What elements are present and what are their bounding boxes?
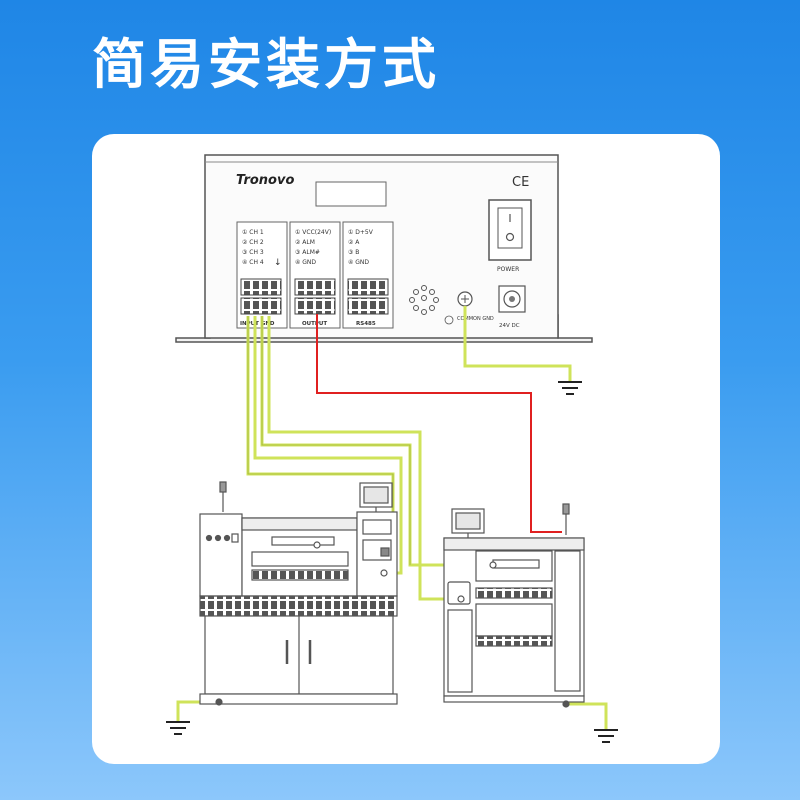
output-pin-2: ② ALM	[295, 239, 315, 246]
common-gnd-label: COMMON GND	[457, 316, 494, 322]
input-pin-3: ③ CH 3	[242, 249, 264, 256]
output-connector-top	[294, 278, 336, 296]
rs485-label: RS485	[356, 321, 376, 327]
input-label: INPUT GND	[240, 321, 275, 327]
brand-logo: Tronovo	[236, 173, 294, 188]
input-connector-bottom	[240, 297, 282, 315]
machine-left	[199, 481, 398, 706]
input-pin-1: ① CH 1	[242, 229, 264, 236]
page-title: 简易安装方式	[92, 33, 440, 96]
buzzer-grille	[409, 285, 439, 315]
output-pin-3: ③ ALM#	[295, 249, 320, 256]
rs485-pin-4: ④ GND	[348, 259, 369, 266]
output-pin-1: ① VCC(24V)	[295, 229, 331, 236]
display-window	[315, 181, 387, 207]
ground-symbol-icon	[444, 315, 454, 325]
output-connector-bottom	[294, 297, 336, 315]
rs485-connector-bottom	[347, 297, 389, 315]
rs485-pin-2: ② A	[348, 239, 360, 246]
output-label: OUTPUT	[302, 321, 327, 327]
rs485-pin-3: ③ B	[348, 249, 359, 256]
ground-symbol-left	[166, 721, 190, 735]
output-pin-4: ④ GND	[295, 259, 316, 266]
ce-mark: CE	[512, 175, 529, 190]
dc-label: 24V DC	[499, 323, 520, 329]
input-pin-4: ④ CH 4	[242, 259, 264, 266]
power-label: POWER	[497, 266, 519, 273]
input-pin-2: ② CH 2	[242, 239, 264, 246]
ground-arrow-icon: ↓	[274, 258, 282, 268]
ground-symbol-top	[558, 381, 582, 395]
rs485-pin-1: ① D+5V	[348, 229, 374, 236]
ground-wires-outline	[247, 316, 411, 565]
controller-box: Tronovo CE ① CH 1 ② CH 2 ③ CH 3 ④ CH 4 ↓…	[175, 154, 593, 343]
machine-right	[443, 503, 585, 708]
ground-symbol-right	[594, 729, 618, 743]
rs485-connector-top	[347, 278, 389, 296]
alarm-wire	[316, 314, 562, 533]
input-connector-top	[240, 278, 282, 296]
